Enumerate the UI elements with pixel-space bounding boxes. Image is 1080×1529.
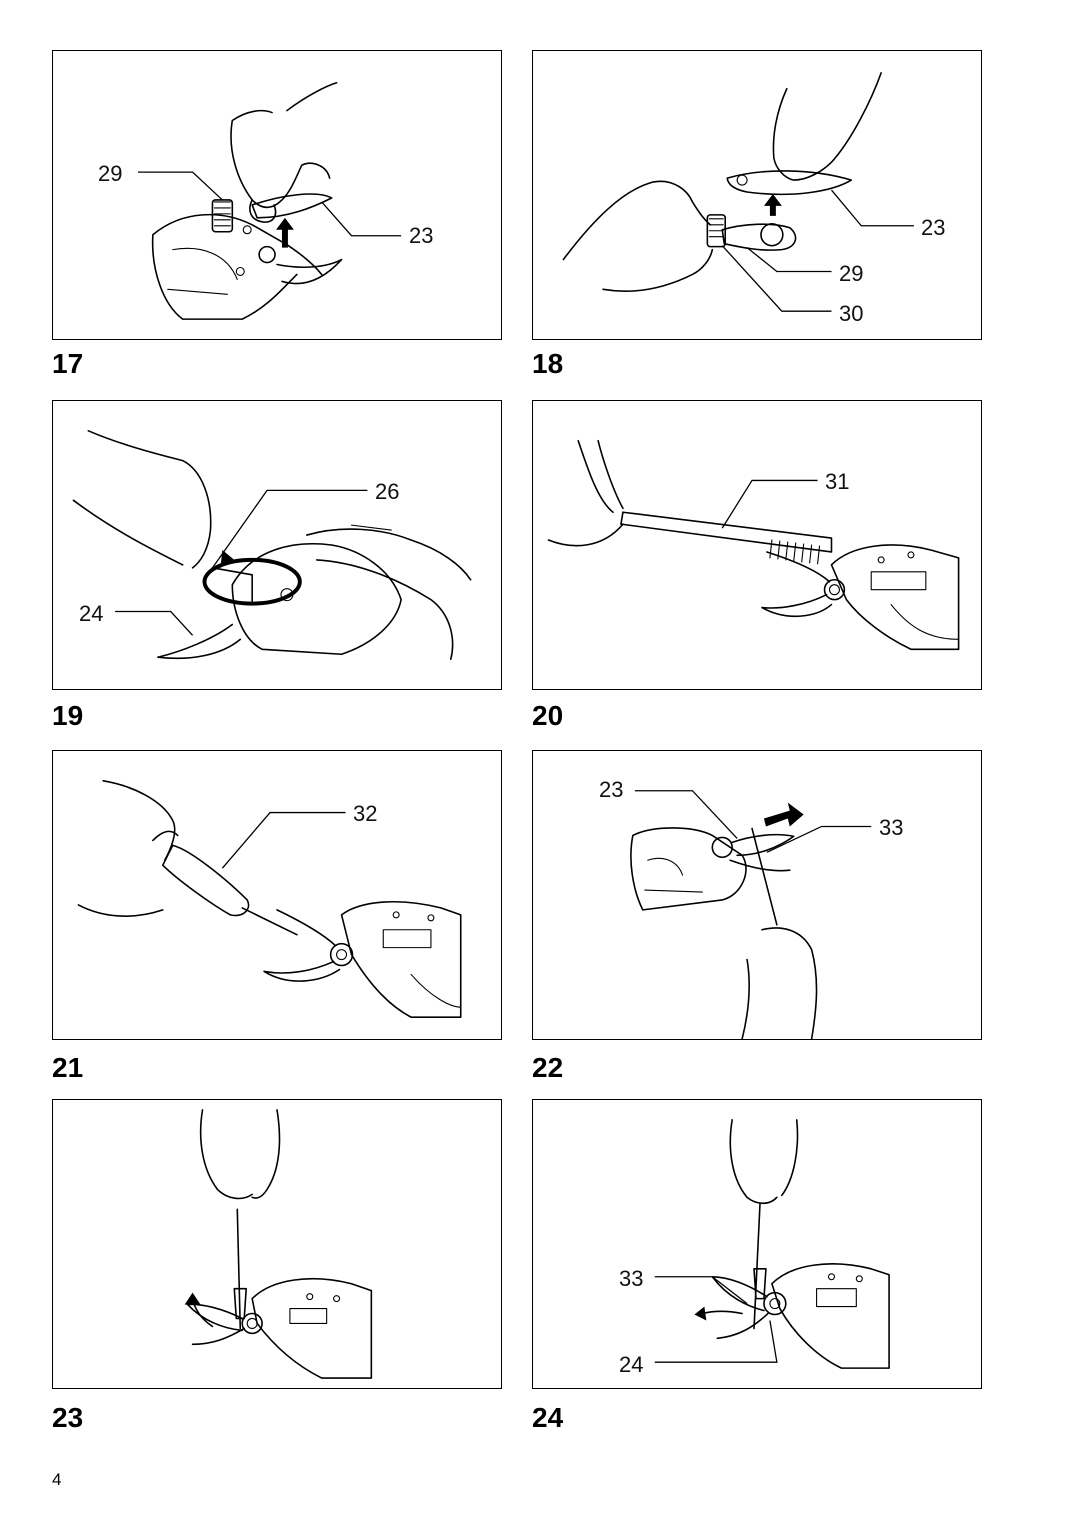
callout-29: 29 [98,161,123,186]
callout-33: 33 [879,815,904,840]
oil-application-drawing [77,779,462,1018]
figure-17-illustration: 29 23 [52,50,502,340]
figure-18-number: 18 [532,348,564,379]
callout-33: 33 [619,1266,644,1291]
callout-24: 24 [79,601,104,626]
figure-19-illustration: 26 24 [52,400,502,690]
callout-31: 31 [825,469,850,494]
figure-21-illustration: 32 [52,750,502,1040]
callout-29: 29 [839,261,864,286]
figure-22-illustration: 23 33 [532,750,982,1040]
figure-21-number: 21 [52,1052,84,1083]
callout-26: 26 [375,479,400,504]
figure-24-number: 24 [532,1402,564,1433]
figure-17-number: 17 [52,348,84,379]
figure-22-number: 22 [532,1052,564,1083]
blade-clearance-adjustment-drawing [694,1119,890,1369]
hex-key-loosening-drawing [72,429,472,661]
figure-23-number: 23 [52,1402,84,1433]
figure-20-number: 20 [532,700,564,731]
callout-23: 23 [921,215,946,240]
blade-and-wrench-drawing [562,72,882,292]
callout-30: 30 [839,301,864,326]
page-number: 4 [52,1470,62,1489]
nut-adjustment-drawing [184,1109,373,1379]
callout-23: 23 [599,777,624,802]
figure-24-illustration: 33 24 [532,1099,982,1389]
brush-cleaning-drawing [547,439,960,651]
figure-20-illustration: 31 [532,400,982,690]
callout-23: 23 [409,223,434,248]
callout-24: 24 [619,1352,644,1377]
figure-23-illustration [52,1099,502,1389]
pruner-blade-removal-drawing [151,81,343,320]
callout-32: 32 [353,801,378,826]
figure-19-number: 19 [52,700,84,731]
figure-18-illustration: 23 29 30 [532,50,982,340]
